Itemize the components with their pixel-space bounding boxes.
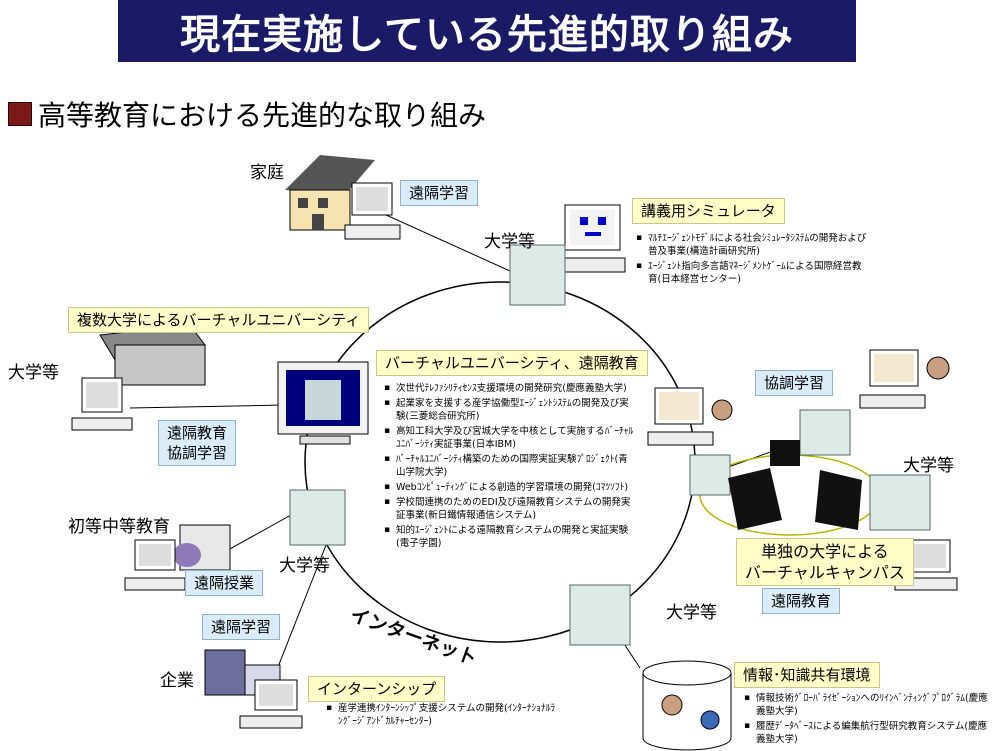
list-item: 学校間連携のためのEDI及び遠隔教育システムの開発実証事業(新日鐵情報通信システ… [384, 496, 634, 522]
box-remote-learning-top: 遠隔学習 [400, 180, 479, 206]
box-virtual-univ: バーチャルユニバーシティ、遠隔教育 [376, 350, 648, 376]
label-univ-top: 大学等 [484, 232, 535, 252]
subtitle-row: 高等教育における先進的な取り組み [8, 94, 486, 134]
square-bullet-icon [8, 102, 32, 126]
title-banner: 現在実施している先進的取り組み [118, 0, 856, 62]
computer-icon-collab-top [859, 349, 950, 409]
building-icon-top [509, 244, 566, 306]
list-item: Webｺﾝﾋﾟｭｰﾃｨﾝｸﾞによる創造的学習環境の開発(ｺﾏﾂｿﾌﾄ) [384, 481, 634, 494]
list-item: 履歴ﾃﾞｰﾀﾍﾞｰｽによる編集航行型研究教育システム(慶應義塾大学) [744, 720, 996, 746]
list-item: 知的ｴｰｼﾞｪﾝﾄによる遠隔教育システムの開発と実証実験(電子学園) [384, 524, 634, 550]
label-home: 家庭 [250, 163, 284, 183]
box-remote-edu-collab: 遠隔教育 協調学習 [158, 420, 237, 466]
list-item: 起業家を支援する産学協働型ｴｰｼﾞｪﾝﾄｼｽﾃﾑの開発及び実験(三菱総合研究所) [384, 397, 634, 423]
database-cylinder-icon [642, 660, 732, 751]
label-univ-bottom-left: 大学等 [279, 556, 330, 576]
box-remote-edu-collab-line2: 協調学習 [167, 444, 228, 462]
box-collab-learning: 協調学習 [755, 370, 834, 396]
building-icon-bottom-left [289, 489, 346, 546]
box-single-univ-line2: バーチャルキャンパス [745, 563, 905, 582]
label-company: 企業 [160, 671, 194, 691]
list-item: ﾊﾞｰﾁｬﾙﾕﾆﾊﾞｰｼﾃｨ構築のための国際実証実験ﾌﾟﾛｼﾞｪｸﾄ(青山学院大… [384, 453, 634, 479]
box-single-univ-line1: 単独の大学による [761, 542, 889, 561]
box-info-share: 情報･知識共有環境 [734, 662, 880, 688]
list-info-share: 情報技術ｸﾞﾛｰﾊﾞﾗｲｾﾞｰｼｮﾝへのﾘｲﾝﾍﾞﾝﾃｨﾝｸﾞﾌﾟﾛｸﾞﾗﾑ(慶… [744, 692, 996, 748]
computer-icon-left-univ [71, 377, 133, 431]
box-remote-learning-bottom: 遠隔学習 [202, 614, 281, 640]
building-icon-right-mid [799, 409, 851, 456]
central-monitor-icon [277, 361, 369, 445]
label-univ-right: 大学等 [903, 456, 954, 476]
list-item: ﾏﾙﾁｴｰｼﾞｪﾝﾄﾓﾃﾞﾙによる社会ｼﾐｭﾚｰﾀｼｽﾃﾑの開発および普及事業(… [636, 232, 868, 258]
label-univ-left: 大学等 [8, 363, 59, 383]
list-item: ｴｰｼﾞｪﾝﾄ指向多言語ﾏﾈｰｼﾞﾒﾝﾄｹﾞｰﾑによる国際経営教育(日本経営セン… [636, 260, 868, 286]
list-virtual-univ: 次世代ﾃﾚﾌｧｼﾘﾃｨｾﾝｽ支援環境の開発研究(慶應義塾大学) 起業家を支援する… [384, 382, 634, 552]
box-remote-edu-right: 遠隔教育 [762, 588, 841, 614]
computer-icon-k12 [124, 539, 186, 591]
list-simulator: ﾏﾙﾁｴｰｼﾞｪﾝﾄﾓﾃﾞﾙによる社会ｼﾐｭﾚｰﾀｼｽﾃﾑの開発および普及事業(… [636, 232, 868, 288]
computer-icon-company [239, 679, 303, 729]
list-item: 産学連携ｲﾝﾀｰﾝｼｯﾌﾟ支援システムの開発(ｲﾝﾀｰﾅｼｮﾅﾙﾗﾝｸﾞｰｼﾞｱ… [326, 702, 556, 728]
black-monitor-icons [728, 440, 862, 530]
list-item: 高知工科大学及び宮城大学を中核として実施するﾊﾞｰﾁｬﾙﾕﾆﾊﾞｰｼﾃｨ実証事業… [384, 425, 634, 451]
building-icon-center-right [689, 454, 731, 496]
box-single-univ: 単独の大学による バーチャルキャンパス [736, 538, 914, 586]
list-internship: 産学連携ｲﾝﾀｰﾝｼｯﾌﾟ支援システムの開発(ｲﾝﾀｰﾅｼｮﾅﾙﾗﾝｸﾞｰｼﾞｱ… [326, 702, 556, 730]
computer-icon-home [344, 182, 401, 240]
box-multi-univ: 複数大学によるバーチャルユニバーシティ [68, 307, 370, 333]
list-item: 情報技術ｸﾞﾛｰﾊﾞﾗｲｾﾞｰｼｮﾝへのﾘｲﾝﾍﾞﾝﾃｨﾝｸﾞﾌﾟﾛｸﾞﾗﾑ(慶… [744, 692, 996, 718]
list-item: 次世代ﾃﾚﾌｧｼﾘﾃｨｾﾝｽ支援環境の開発研究(慶應義塾大学) [384, 382, 634, 395]
label-univ-bottom-right: 大学等 [666, 603, 717, 623]
page-subtitle: 高等教育における先進的な取り組み [38, 99, 487, 132]
building-icon-bottom-right [569, 584, 631, 646]
label-k12: 初等中等教育 [68, 517, 170, 537]
building-icon-right [869, 474, 931, 531]
building-icon-left-univ [99, 324, 206, 386]
school-icon [173, 524, 231, 571]
simulator-computer-icon [559, 204, 626, 273]
box-internship: インターンシップ [308, 676, 446, 702]
computer-icon-collab-left [647, 387, 733, 446]
box-remote-edu-collab-line1: 遠隔教育 [167, 424, 228, 442]
box-simulator: 講義用シミュレータ [632, 198, 785, 224]
box-remote-class: 遠隔授業 [185, 570, 264, 596]
page-title: 現在実施している先進的取り組み [180, 12, 794, 58]
